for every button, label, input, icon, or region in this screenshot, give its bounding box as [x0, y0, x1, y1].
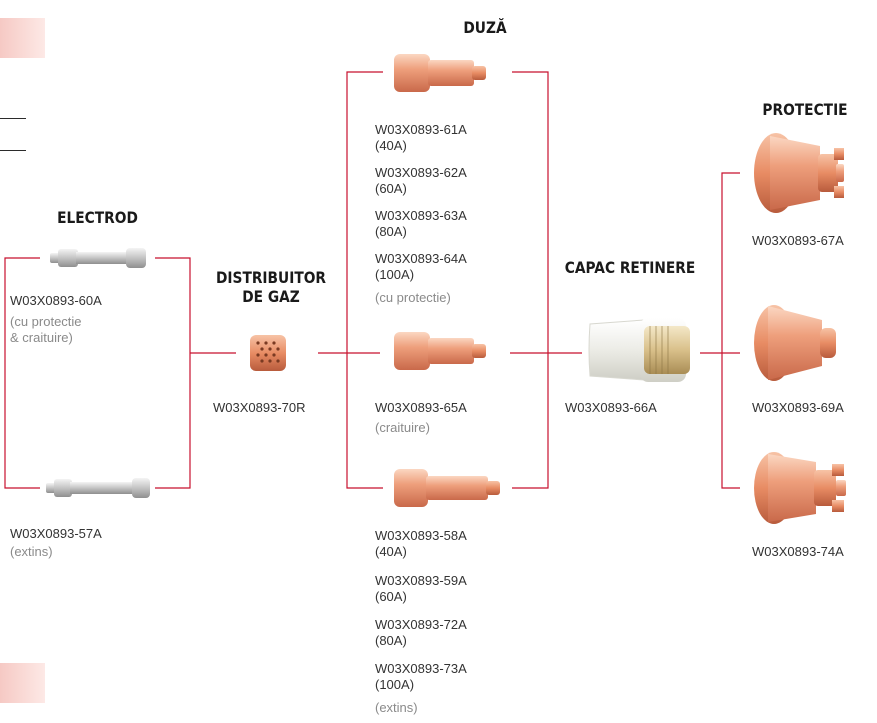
nozzle-amp: (60A) [375, 181, 407, 196]
shield-code-3: W03X0893-74A [752, 544, 844, 559]
shield-image-2 [740, 298, 865, 388]
nozzle-amp: (100A) [375, 267, 414, 282]
nozzle-image-2 [388, 328, 498, 374]
nozzle-amp: (80A) [375, 633, 407, 648]
retaining-cap-code: W03X0893-66A [565, 400, 657, 415]
shield-image-1 [740, 128, 865, 218]
nozzle-code-craituire: W03X0893-65A [375, 400, 467, 415]
nozzle-note: (extins) [375, 700, 418, 715]
nozzle-code: W03X0893-61A [375, 122, 467, 137]
shield-code-2: W03X0893-69A [752, 400, 844, 415]
nozzle-amp: (60A) [375, 589, 407, 604]
electrode-note-2: (extins) [10, 544, 53, 559]
nozzle-code: W03X0893-59A [375, 573, 467, 588]
header-protectie: PROTECTIE [749, 100, 861, 119]
nozzle-note-craituire: (craituire) [375, 420, 430, 435]
retaining-cap-image [582, 310, 702, 390]
electrode-note-1b: & craituire) [10, 330, 73, 345]
header-duza: DUZĂ [446, 18, 523, 37]
header-electrod: ELECTROD [48, 208, 147, 227]
header-distribuitor: DISTRIBUITOR DE GAZ [207, 268, 336, 306]
header-capac: CAPAC RETINERE [557, 258, 703, 277]
electrode-code-1: W03X0893-60A [10, 293, 102, 308]
nozzle-note: (cu protectie) [375, 290, 451, 305]
nozzle-amp: (100A) [375, 677, 414, 692]
electrode-image [40, 240, 155, 276]
nozzle-code: W03X0893-62A [375, 165, 467, 180]
electrode-extended-image [40, 470, 155, 506]
nozzle-image-1 [388, 50, 498, 96]
nozzle-code: W03X0893-64A [375, 251, 467, 266]
nozzle-code: W03X0893-73A [375, 661, 467, 676]
nozzle-code: W03X0893-72A [375, 617, 467, 632]
nozzle-amp: (40A) [375, 138, 407, 153]
nozzle-image-3 [388, 465, 508, 511]
electrode-code-2: W03X0893-57A [10, 526, 102, 541]
nozzle-amp: (80A) [375, 224, 407, 239]
distributor-code: W03X0893-70R [213, 400, 306, 415]
nozzle-code: W03X0893-58A [375, 528, 467, 543]
header-distribuitor-line2: DE GAZ [207, 287, 336, 306]
electrode-note-1a: (cu protectie [10, 314, 82, 329]
distributor-image [246, 333, 290, 373]
shield-image-3 [740, 448, 865, 534]
nozzle-code: W03X0893-63A [375, 208, 467, 223]
header-distribuitor-line1: DISTRIBUITOR [207, 268, 336, 287]
shield-code-1: W03X0893-67A [752, 233, 844, 248]
nozzle-amp: (40A) [375, 544, 407, 559]
